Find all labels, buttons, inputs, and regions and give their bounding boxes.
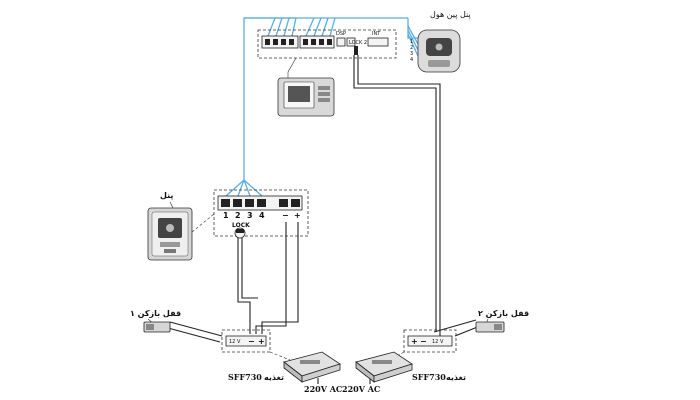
outdoor-panel-label: پنل: [160, 191, 173, 200]
psu-right-input: 220V AC: [342, 384, 380, 394]
psu-left-output: 12 V: [229, 339, 241, 345]
psu-right-plus: +: [411, 337, 418, 346]
psu-left-minus: −: [248, 337, 255, 346]
outdoor-terminal-block: [217, 195, 303, 211]
terminal-label-minus: −: [282, 211, 289, 220]
psu-right-minus: −: [420, 337, 427, 346]
psu-left: 12 V − + SFF730 تغذیه 220V AC: [221, 329, 342, 394]
pinhole-wire-1: 1: [410, 39, 413, 45]
pinhole-wire-numbers: 1 2 3 4: [410, 39, 413, 63]
signal-wires: [225, 17, 419, 197]
monitor-terminal-block-b: [299, 35, 335, 49]
psu-right: + − 12 V SFF730 تغذیه 220V AC: [342, 329, 466, 394]
pinhole-panel: پنل پین هول 1 2 3 4: [410, 10, 471, 73]
monitor-port-b: [367, 37, 389, 47]
outdoor-panel: پنل: [147, 191, 193, 261]
terminal-label-3: 3: [247, 211, 253, 220]
psu-left-input: 220V AC: [304, 384, 342, 394]
pinhole-wire-3: 3: [410, 51, 413, 57]
pinhole-wire-2: 2: [410, 45, 413, 51]
lock-1: قفل بازکن ۱: [130, 309, 181, 333]
monitor-port-a: [336, 37, 346, 47]
psu-left-model: SFF730: [228, 372, 262, 382]
monitor-port-b-label: INT: [372, 31, 381, 37]
panel-lock-label: LOCK: [232, 222, 250, 229]
pinhole-wire-4: 4: [410, 57, 413, 63]
monitor-lock-label: LOCK 2: [349, 40, 367, 46]
outdoor-terminal-board: 1 2 3 4 − + LOCK: [191, 189, 309, 239]
psu-right-name: تغذیه: [446, 373, 466, 382]
monitor-screen: [288, 86, 310, 102]
terminal-label-1: 1: [223, 211, 229, 220]
pinhole-panel-label: پنل پین هول: [430, 10, 471, 19]
lock-2-label: قفل بازکن ۲: [478, 309, 529, 318]
terminal-label-2: 2: [235, 211, 241, 220]
monitor-terminal-board: DSP LOCK 2 INT: [257, 29, 397, 59]
monitor-port-a-label: DSP: [336, 31, 346, 37]
power-wires: [167, 55, 481, 384]
psu-right-output: 12 V: [432, 339, 444, 345]
psu-right-model: SFF730: [412, 372, 446, 382]
terminal-label-4: 4: [259, 211, 265, 220]
monitor-terminal-block-a: [261, 35, 299, 49]
indoor-monitor: [277, 77, 335, 117]
lock-1-label: قفل بازکن ۱: [130, 309, 181, 318]
terminal-label-plus: +: [294, 211, 301, 220]
psu-left-plus: +: [258, 337, 265, 346]
lock-2: قفل بازکن ۲: [475, 309, 529, 333]
psu-left-name: تغذیه: [264, 373, 284, 382]
